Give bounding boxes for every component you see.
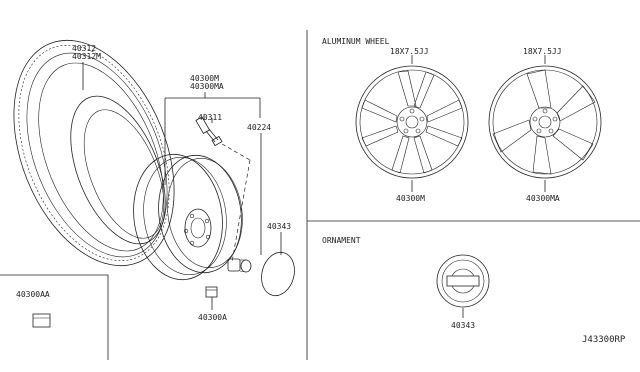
label-ornament: 40343 — [451, 321, 475, 330]
label-cap-left: 40343 — [267, 222, 291, 231]
label-nut: 40224 — [247, 123, 271, 132]
label-size-left: 18X7.5JJ — [390, 47, 429, 56]
ornament-title: ORNAMENT — [322, 236, 361, 245]
center-cap-icon — [261, 251, 295, 297]
alloy-wheel-left — [355, 65, 469, 179]
label-valve: 40311 — [198, 113, 222, 122]
label-alu-left: 40300M — [396, 194, 425, 203]
alloy-wheel-right — [488, 65, 602, 179]
leader-lines — [82, 55, 546, 318]
label-wheel-assy-2: 40300MA — [190, 82, 224, 91]
aluminum-wheel-title: ALUMINUM WHEEL — [322, 37, 390, 46]
label-weight: 40300A — [198, 313, 227, 322]
balance-weight-box-icon — [32, 313, 51, 328]
label-tire-2: 40312M — [72, 52, 101, 61]
steel-wheel-icon — [133, 153, 243, 281]
valve-icon — [195, 114, 223, 147]
label-size-right: 18X7.5JJ — [523, 47, 562, 56]
label-alu-right: 40300MA — [526, 194, 560, 203]
lug-nut-icon — [227, 258, 252, 273]
label-wheel-assy-1: 40300M — [190, 74, 219, 83]
nissan-emblem-icon — [436, 254, 490, 308]
tire-icon — [13, 39, 175, 267]
labels: 40312 40312M 40300M 40300MA 40311 40224 … — [16, 37, 626, 345]
diagram-reference: J43300RP — [582, 335, 626, 345]
label-tire-1: 40312 — [72, 44, 96, 53]
balance-weight-icon — [205, 286, 218, 298]
section-dividers — [0, 30, 640, 360]
label-weight-box: 40300AA — [16, 290, 50, 299]
